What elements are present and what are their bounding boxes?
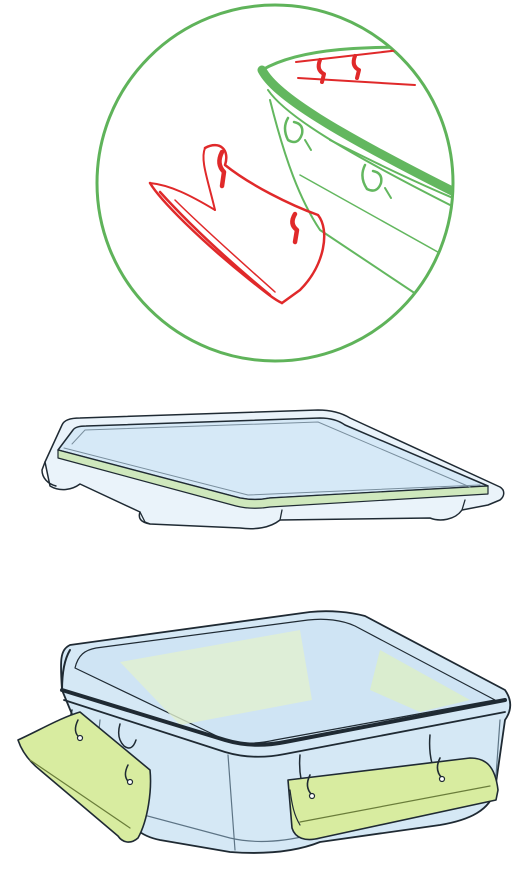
container: [18, 611, 510, 853]
lid: [42, 410, 504, 529]
detail-view: [97, 5, 470, 361]
